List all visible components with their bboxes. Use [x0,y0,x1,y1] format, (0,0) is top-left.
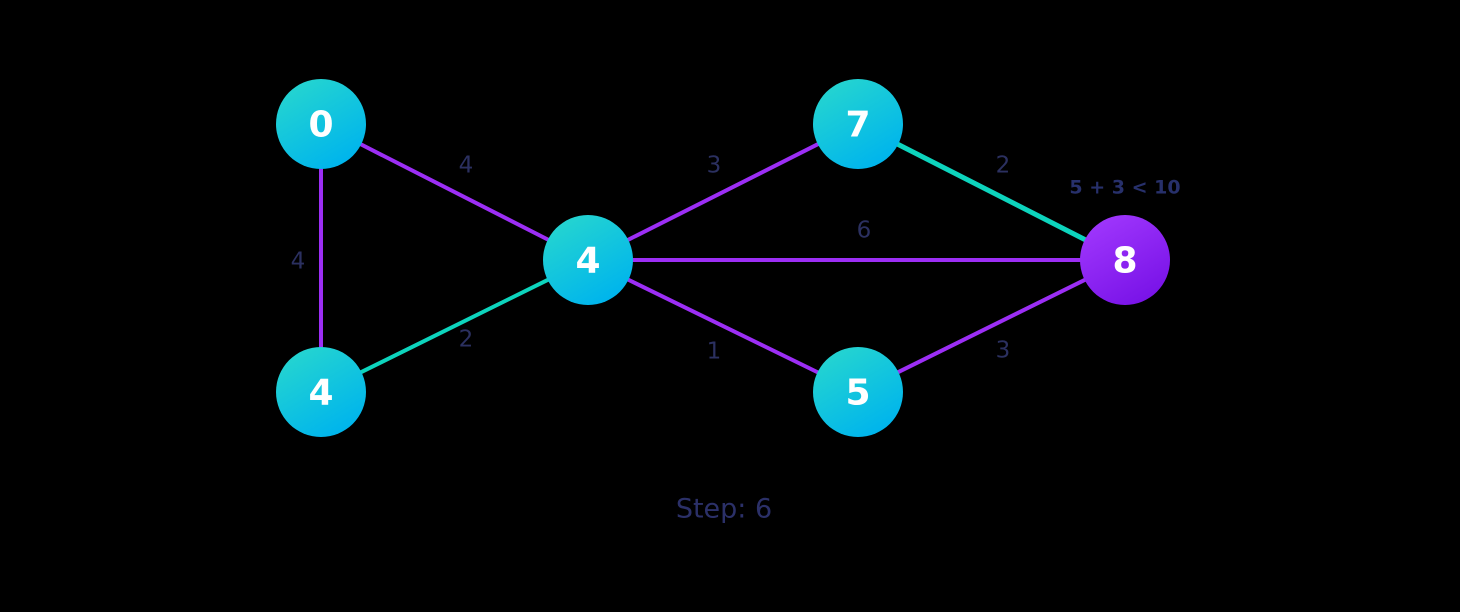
graph-node-5-n4[interactable]: 5 [813,347,903,437]
edge-weight-label: 6 [857,218,872,244]
node-circle[interactable] [276,79,366,169]
graph-edge-n4-n5 [894,277,1089,375]
edge-weight-label: 2 [996,153,1011,179]
graph-node-4-n2[interactable]: 4 [543,215,633,305]
graph-node-7-n3[interactable]: 7 [813,79,903,169]
edge-weight-label: 1 [707,339,722,365]
step-counter-label: Step: 6 [676,494,772,525]
edge-weight-label: 4 [291,249,306,275]
edge-weights-layer: 4 4 2 3 6 1 2 3 [291,153,1011,365]
edge-weight-label: 3 [996,338,1011,364]
edge-weight-label: 3 [707,153,722,179]
graph-node-8-n5[interactable]: 8 [1080,215,1170,305]
node-distance-label: 7 [845,105,870,146]
node-circle[interactable] [813,347,903,437]
node-distance-label: 5 [845,373,870,414]
node-circle[interactable] [1080,215,1170,305]
graph-edge-n3-n5 [893,141,1090,243]
node-distance-label: 8 [1112,241,1137,282]
node-distance-label: 4 [308,373,333,414]
edges-layer [319,141,1090,376]
edge-weight-label: 2 [459,327,474,353]
node-circle[interactable] [276,347,366,437]
graph-edge-n1-n2 [357,277,552,375]
graph-edge-n2-n3 [624,141,822,243]
graph-node-0-n0[interactable]: 0 [276,79,366,169]
graph-node-4-n1[interactable]: 4 [276,347,366,437]
graph-edge-n0-n2 [357,141,552,243]
nodes-layer: 0 4 4 7 5 8 [276,79,1170,437]
edge-weight-label: 4 [459,153,474,179]
graph-edge-n2-n4 [624,276,822,376]
relaxation-annotation: 5 + 3 < 10 [1069,177,1180,199]
node-circle[interactable] [543,215,633,305]
node-distance-label: 4 [575,241,600,282]
node-distance-label: 0 [308,105,333,146]
node-circle[interactable] [813,79,903,169]
